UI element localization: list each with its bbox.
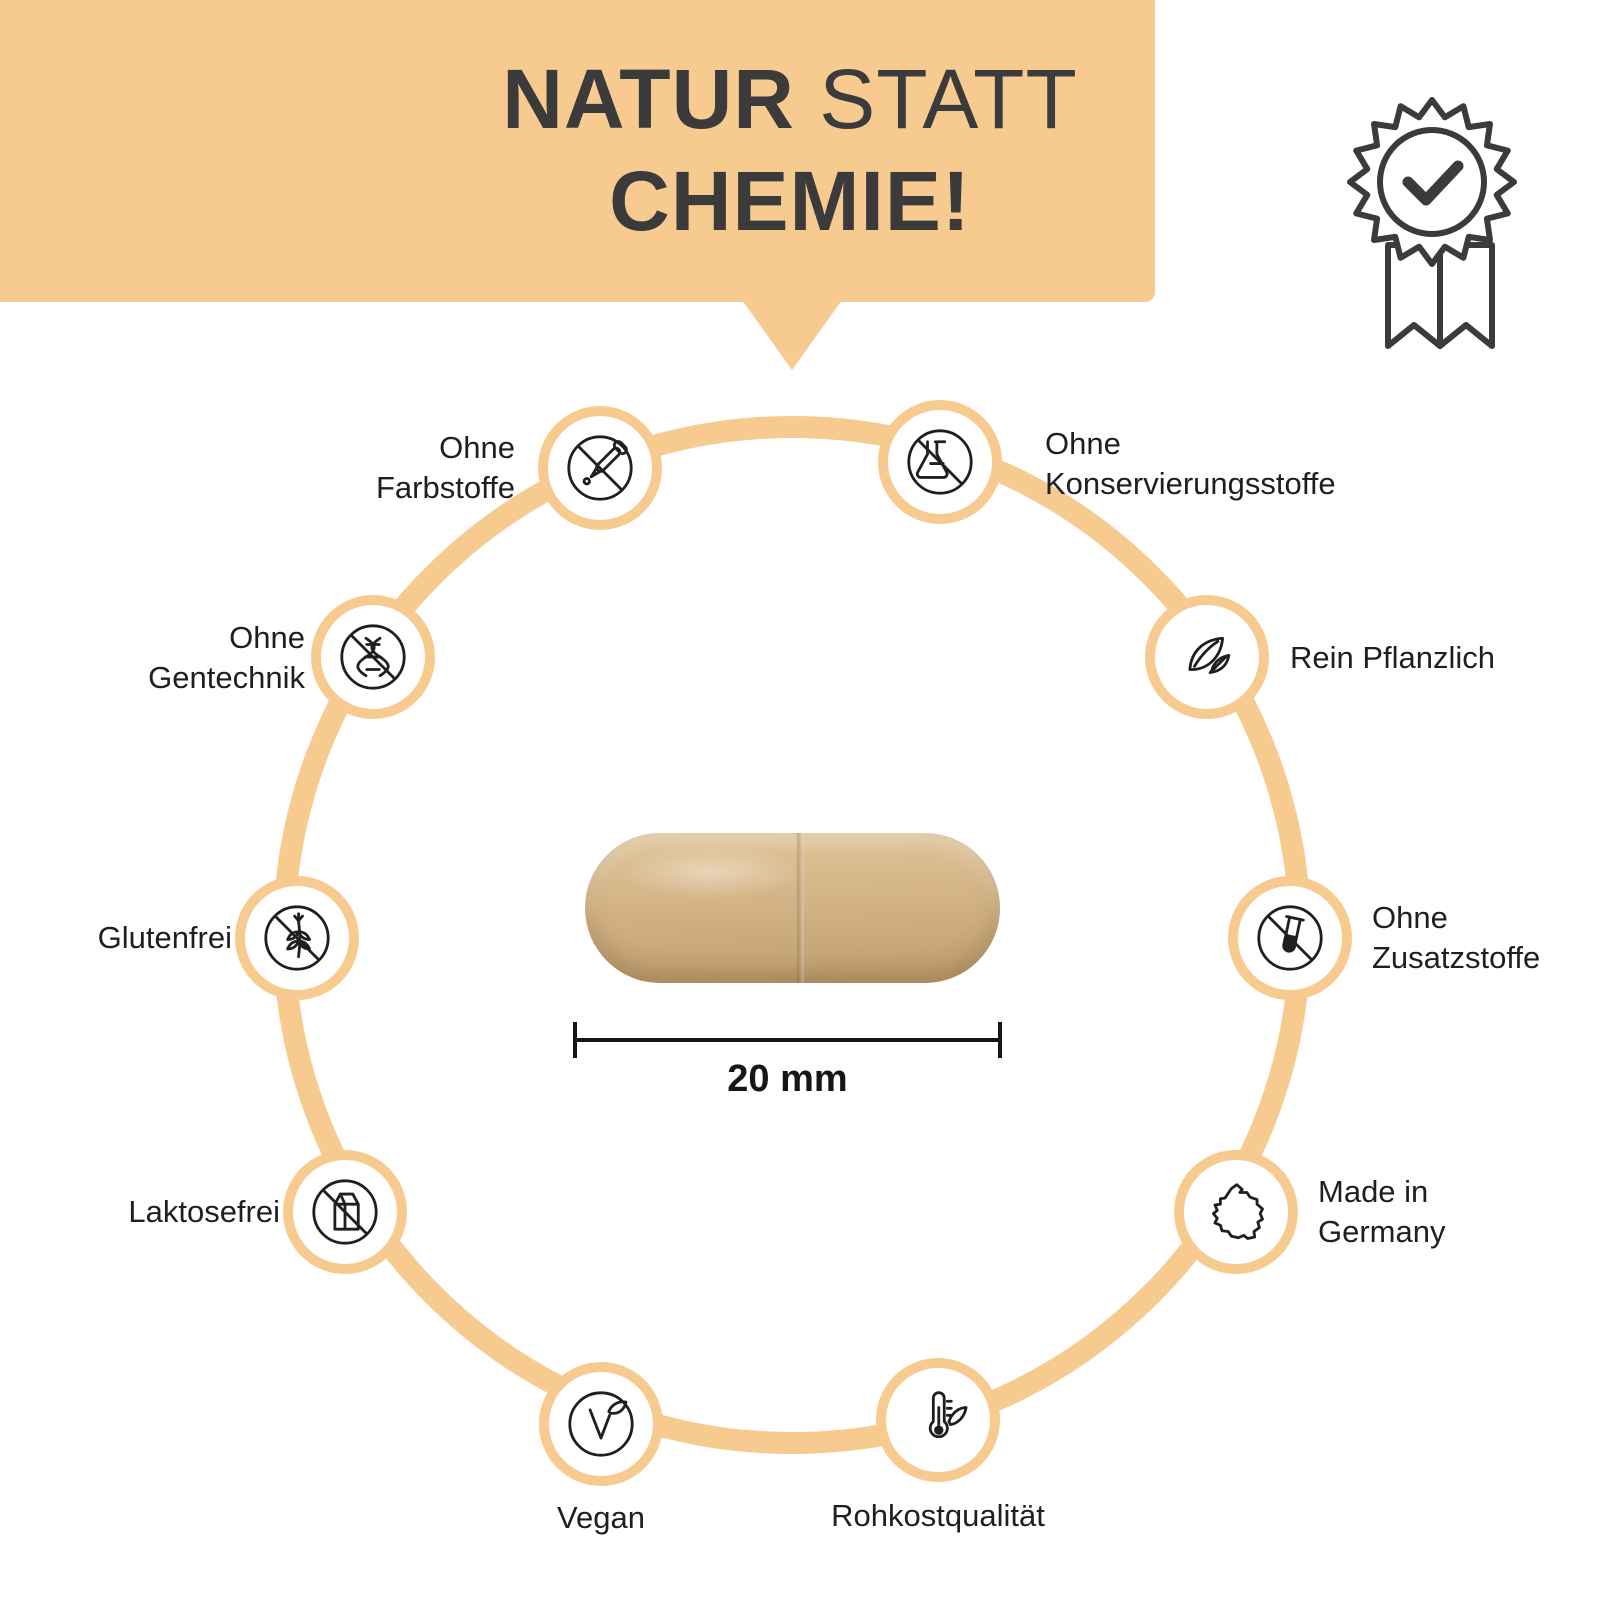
badge-label-ohne-konservierungsstoffe: Ohne Konservierungsstoffe (1045, 426, 1336, 501)
title-line-2: CHEMIE! (609, 154, 971, 248)
badge-label-ohne-farbstoffe: Ohne Farbstoffe (375, 430, 515, 505)
title-line-1: NATUR STATT (210, 48, 1370, 150)
no-gmo-dna-icon (311, 595, 435, 719)
plant-leaves-icon (1145, 595, 1269, 719)
no-gluten-wheat-icon (235, 876, 359, 1000)
badge-label-rein-pflanzlich: Rein Pflanzlich (1290, 640, 1496, 675)
germany-map-icon (1174, 1150, 1298, 1274)
no-dye-dropper-icon (538, 406, 662, 530)
badge-label-glutenfrei: Glutenfrei (97, 920, 232, 955)
page-title: NATUR STATT CHEMIE! (210, 48, 1370, 252)
vegan-v-leaf-icon (539, 1362, 663, 1486)
measurement-line (575, 1038, 1000, 1042)
raw-quality-thermometer-leaf-icon (876, 1358, 1000, 1482)
badge-label-laktosefrei: Laktosefrei (128, 1194, 280, 1229)
title-word-statt: STATT (794, 52, 1078, 146)
badge-label-vegan: Vegan (557, 1500, 645, 1535)
award-ribbon-seal-icon (1282, 70, 1542, 365)
badge-label-made-in-germany: Made in Germany (1318, 1174, 1446, 1249)
top-banner (0, 0, 1155, 302)
title-word-natur: NATUR (502, 52, 795, 146)
banner-pointer (742, 300, 842, 370)
badge-label-ohne-zusatzstoffe: Ohne Zusatzstoffe (1372, 900, 1541, 975)
no-lactose-milk-carton-icon (283, 1150, 407, 1274)
measurement-tick-right (998, 1022, 1002, 1058)
measurement-label: 20 mm (727, 1058, 848, 1100)
no-preservatives-flask-icon (878, 400, 1002, 524)
badge-label-rohkostqualitaet: Rohkostqualität (831, 1498, 1045, 1533)
no-additives-testtube-icon (1228, 876, 1352, 1000)
badge-label-ohne-gentechnik: Ohne Gentechnik (148, 620, 305, 695)
capsule-photo (585, 833, 1000, 983)
measurement-tick-left (573, 1022, 577, 1058)
